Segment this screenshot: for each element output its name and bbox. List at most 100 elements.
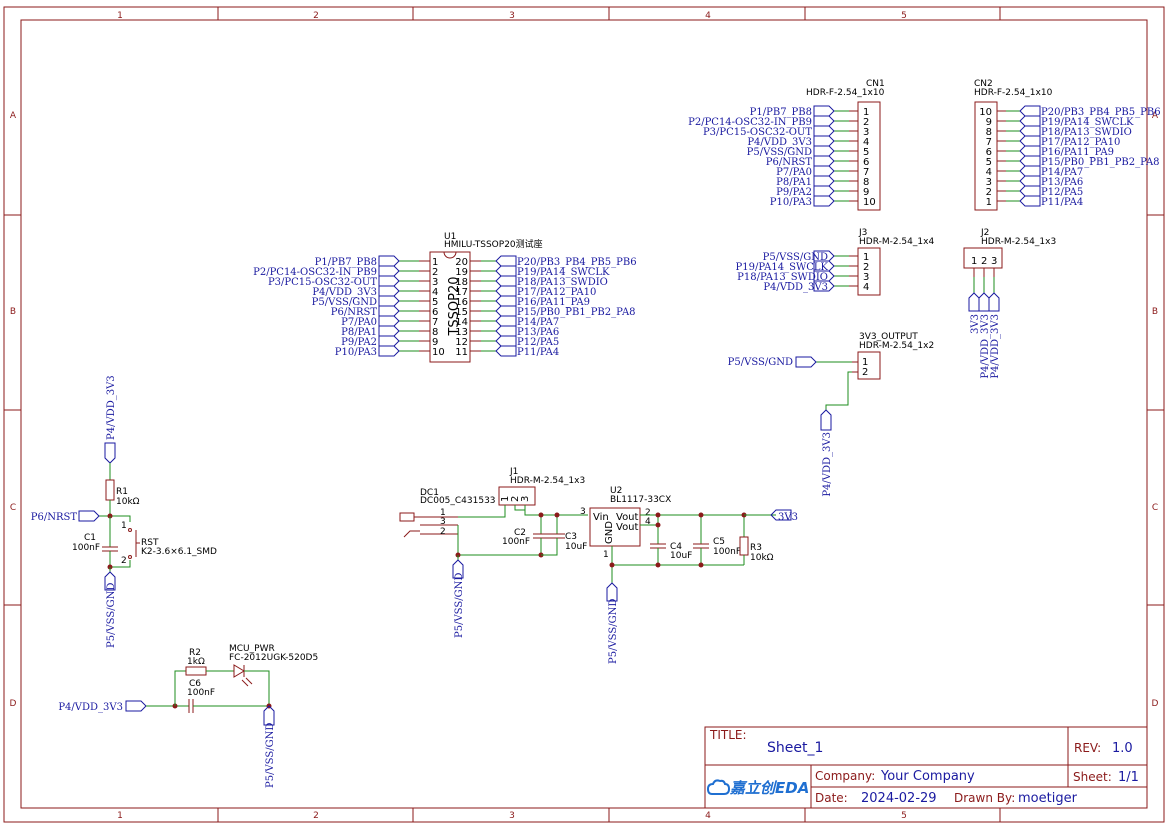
zone-col-1: 1: [117, 11, 123, 21]
net-flag: [495, 305, 517, 317]
u1-pin-number: 12: [455, 337, 468, 348]
u1-value: HMILU-TSSOP20测试座: [444, 238, 543, 250]
j3-pin-number: 4: [863, 282, 869, 293]
rst-ref: RST: [141, 538, 159, 548]
net-flag: [378, 275, 400, 287]
r2-value: 1kΩ: [187, 657, 205, 667]
net-flag: [813, 175, 835, 187]
c5-value: 100nF: [713, 547, 741, 557]
led-gnd-net-flag: P5/VSS/GND: [263, 705, 276, 788]
mcu-pwr-led: [233, 664, 253, 687]
cn2-pin-number: 3: [986, 177, 992, 188]
cn1-pin-number: 6: [863, 157, 869, 168]
r3-ref: R3: [750, 543, 762, 553]
dc1-value: DC005_C431533: [420, 496, 496, 506]
r1-ref: R1: [116, 487, 128, 497]
c4-ref: C4: [670, 542, 682, 552]
rst-value: K2-3.6×6.1_SMD: [141, 547, 217, 557]
u1-left-net-label: P1/PB7_PB8: [315, 257, 377, 268]
cn2-pin-number: 4: [986, 167, 992, 178]
u1-body-text: TSSOP20: [447, 276, 462, 336]
net-flag: [378, 285, 400, 297]
net-flag: [978, 292, 990, 312]
cn1-net-label: P6/NRST: [766, 157, 813, 168]
company-label: Company:: [815, 769, 875, 783]
u2-vout-label-2: Vout: [616, 522, 639, 533]
net-flag: [378, 325, 400, 337]
j2-header: J2 HDR-M-2.54_1x3 13V32P4/VDD_3V33P4/VDD…: [963, 228, 1056, 379]
j1-ref: J1: [509, 467, 518, 477]
cn2-net-label: P11/PA4: [1041, 197, 1083, 208]
output-ref: 3V3_OUTPUT: [859, 332, 918, 342]
cn2-ref: CN2: [974, 79, 993, 89]
net-flag: [1019, 125, 1041, 137]
u1-right-net-label: P19/PA14_SWCLK: [517, 267, 610, 278]
u1-pin-number: 16: [455, 297, 468, 308]
dc1-ref: DC1: [420, 488, 439, 498]
net-flag: [1019, 135, 1041, 147]
net-flag: [495, 345, 517, 357]
zone-row-d: D: [10, 699, 17, 709]
u1-tssop20-socket: U1 HMILU-TSSOP20测试座 TSSOP20 1P1/PB7_PB82…: [253, 232, 637, 363]
cn2-net-label: P14/PA7: [1041, 167, 1083, 178]
reset-circuit: P4/VDD_3V3 R1 10kΩ P6/NRST C1 100nF 1 2 …: [31, 375, 217, 648]
sheet-frame: [3, 6, 1165, 823]
j3-header: J3 HDR-M-2.54_1x4 1P5/VSS/GND2P19/PA14_S…: [736, 228, 934, 296]
cn1-value: HDR-F-2.54_1x10: [806, 88, 885, 98]
u1-pin-number: 15: [455, 307, 468, 318]
output-header: 3V3_OUTPUT HDR-M-2.54_1x2 1 2 P5/VSS/GND…: [728, 332, 935, 497]
sheet-label: Sheet:: [1073, 770, 1112, 784]
power-gnd-net-label-right: P5/VSS/GND: [608, 599, 619, 664]
j3-pin-number: 1: [863, 252, 869, 263]
junction: [554, 512, 560, 518]
zone-labels: 1 2 3 4 5 1 2 3 4 5 A B C D A B C D: [10, 11, 1159, 821]
zone-col-2: 2: [313, 11, 319, 21]
j2-pin-number: 1: [971, 256, 977, 267]
junction: [655, 512, 661, 518]
cn2-pin-number: 10: [979, 107, 992, 118]
zone-row-c-right: C: [1152, 503, 1158, 513]
net-flag: [813, 270, 835, 282]
u1-pin-number: 9: [432, 337, 438, 348]
j2-ref: J2: [980, 228, 989, 238]
cn1-net-label: P10/PA3: [770, 197, 812, 208]
cn2-pin-number: 9: [986, 117, 992, 128]
u2-pin-1: 1: [603, 550, 609, 560]
cn2-value: HDR-F-2.54_1x10: [974, 88, 1053, 98]
j3-ref: J3: [858, 228, 867, 238]
output-pin-1: 1: [862, 357, 868, 368]
net-flag: [495, 255, 517, 267]
u1-right-net-label: P12/PA5: [517, 337, 559, 348]
junction: [698, 512, 704, 518]
reset-gnd-net-label: P5/VSS/GND: [106, 583, 117, 648]
c4-value: 10uF: [670, 551, 692, 561]
net-flag: [813, 125, 835, 137]
r2-ref: R2: [189, 648, 201, 658]
zone-row-a: A: [10, 111, 17, 121]
reset-nrst-net-label: P6/NRST: [31, 512, 78, 523]
c6-ref: C6: [189, 679, 201, 689]
c2-ref: C2: [514, 528, 526, 538]
zone-col-1-bottom: 1: [117, 811, 123, 821]
cn1-pin-number: 10: [863, 197, 876, 208]
dc1-pin-1: 1: [440, 508, 446, 518]
zone-col-4: 4: [705, 11, 711, 21]
net-flag: [813, 260, 835, 272]
j3-net-label: P18/PA13_SWDIO: [737, 272, 828, 283]
cn1-pin-number: 1: [863, 107, 869, 118]
rst-pin-2: 2: [121, 556, 127, 566]
cn2-net-label: P12/PA5: [1041, 187, 1083, 198]
r2-resistor: [185, 666, 207, 676]
net-flag: [1019, 165, 1041, 177]
net-flag: [378, 265, 400, 277]
cn2-net-label: P19/PA14_SWCLK: [1041, 117, 1134, 128]
zone-row-b-right: B: [1152, 307, 1158, 317]
net-flag: [378, 315, 400, 327]
u1-left-net-label: P2/PC14-OSC32-IN_PB9: [253, 267, 377, 278]
net-flag: [1019, 175, 1041, 187]
c6-value: 100nF: [187, 688, 215, 698]
net-flag: [813, 280, 835, 292]
